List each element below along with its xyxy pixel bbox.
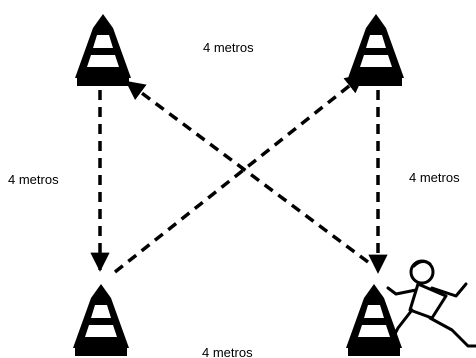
runner-icon — [384, 259, 476, 348]
label-top: 4 metros — [203, 40, 254, 55]
cone-icon-top-left — [75, 14, 131, 86]
label-left: 4 metros — [8, 172, 59, 187]
path-diagonal-to-top-right — [113, 73, 365, 274]
label-bottom: 4 metros — [202, 345, 253, 358]
label-right: 4 metros — [409, 170, 460, 185]
cone-icon-bottom-left — [73, 284, 129, 356]
cone-icon-top-right — [348, 14, 404, 86]
cone-icon-bottom-right — [346, 284, 402, 356]
